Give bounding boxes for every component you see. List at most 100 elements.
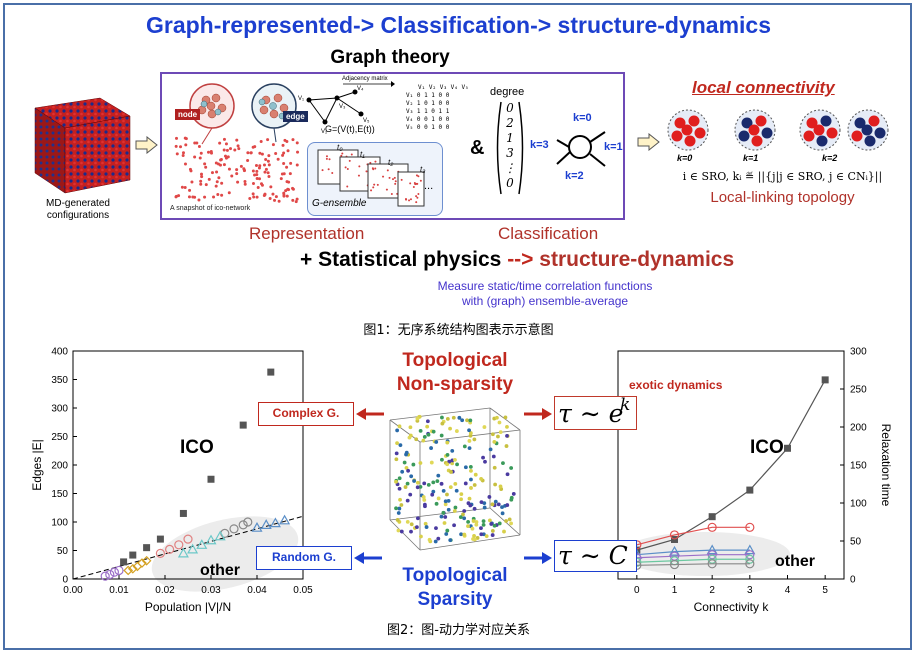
snapshot-dot (190, 180, 194, 184)
cluster-atom (748, 124, 760, 136)
snapshot-dot (291, 198, 295, 202)
cube-particle (397, 486, 402, 491)
degree-vector: 0 2 1 3 ⋮ 0 (504, 101, 516, 190)
arrow-right-icon (524, 408, 552, 420)
ensemble-dot (408, 199, 411, 202)
snapshot-dot (260, 152, 264, 156)
cube-particle (459, 532, 463, 537)
ensemble-dot (385, 188, 388, 191)
snapshot-dot (283, 138, 287, 142)
cluster-atom (874, 127, 886, 139)
degree-label: degree (490, 86, 525, 98)
snapshot-dot (175, 136, 179, 140)
cube-particle (419, 534, 423, 539)
cube-particle (467, 446, 472, 451)
data-point (279, 514, 291, 525)
cube-particle (443, 515, 448, 519)
local-connectivity-title: local connectivity (692, 78, 835, 97)
node-tag: node (175, 109, 201, 120)
cube-particle (457, 415, 462, 420)
k-label-left: k=3 (530, 139, 549, 151)
snapshot-dot (214, 184, 218, 188)
cube-edge (389, 519, 421, 551)
md-label-line1: MD-generated (46, 198, 110, 209)
edge-tag: edge (283, 111, 308, 122)
snapshot-dot (285, 165, 289, 169)
cube-particle (472, 533, 476, 538)
cube-particle (394, 457, 399, 462)
cube-particle (415, 516, 420, 521)
snapshot-dot (198, 156, 202, 160)
data-point (260, 519, 272, 529)
snapshot-dot (243, 182, 247, 186)
cube-particle (500, 511, 505, 516)
exotic-dynamics-label: exotic dynamics (629, 378, 723, 392)
cube-particle (441, 489, 446, 493)
cube-particle (444, 532, 449, 536)
cube-particle (462, 444, 467, 449)
matrix-row: V₂ 1 0 1 0 0 (406, 100, 450, 107)
figure-frame (3, 3, 912, 650)
cluster-atom (751, 135, 763, 147)
cube-particle (491, 454, 496, 459)
cube-particle (443, 499, 448, 504)
snapshot-dot (220, 181, 224, 185)
cube-particle (507, 517, 512, 522)
cube-particle (463, 481, 468, 486)
cluster-atom (684, 135, 696, 147)
ico-network-snapshot (174, 136, 300, 204)
cube-particle (426, 432, 431, 437)
x-tick-label: 3 (747, 585, 753, 596)
snapshot-dot (280, 172, 284, 176)
svg-text:V₃: V₃ (339, 104, 346, 110)
cluster-atom (861, 124, 873, 136)
snapshot-dot (187, 195, 191, 199)
snapshot-dot (242, 167, 246, 171)
data-point (269, 517, 281, 528)
snapshot-dot (263, 170, 267, 174)
ensemble-ellipsis: ... (424, 180, 434, 192)
snapshot-dot (258, 151, 262, 155)
ensemble-dot (328, 158, 331, 161)
cube-particle (469, 477, 473, 482)
cube-particle (509, 466, 514, 470)
data-point (745, 559, 755, 569)
ensemble-dot (346, 168, 349, 171)
x-tick-label: 0.05 (293, 585, 313, 596)
ensemble-dot (325, 155, 328, 158)
snapshot-dot (276, 157, 280, 161)
snapshot-dot (183, 185, 187, 189)
snapshot-dot (288, 172, 292, 176)
cube-particle (397, 424, 402, 429)
tau-exponential-formula: τ ∼ e k (554, 395, 637, 430)
data-point (821, 376, 829, 384)
cube-edge (419, 534, 521, 551)
cube-particle (470, 526, 475, 531)
ensemble-dot (394, 180, 397, 183)
data-point (174, 540, 184, 550)
cube-particle (409, 529, 413, 534)
y-tick-label: 100 (51, 518, 68, 529)
k-label-right: k=1 (604, 141, 623, 153)
ensemble-dot (391, 178, 394, 181)
data-point (177, 547, 189, 558)
cube-particle (481, 519, 486, 524)
snapshot-dot (193, 195, 197, 199)
cube-particle (418, 461, 423, 465)
adjacency-matrix: V₁ V₂ V₃ V₄ V₅ V₁ 0 1 1 0 0 V₂ 1 0 1 0 0… (406, 84, 469, 131)
cube-particle (399, 503, 404, 507)
cluster-label-k0: k=0 (677, 153, 693, 163)
ensemble-dot (417, 192, 420, 195)
data-point (141, 555, 152, 566)
x-tick-label: 4 (785, 585, 791, 596)
snapshot-dot (266, 171, 270, 175)
snapshot-dot (230, 174, 234, 178)
ensemble-dot (415, 174, 418, 177)
cube-particle (493, 499, 498, 504)
cube-particle (398, 443, 403, 448)
y-tick-label: 50 (850, 537, 862, 548)
data-point (187, 543, 199, 554)
cube-particle (415, 485, 420, 490)
